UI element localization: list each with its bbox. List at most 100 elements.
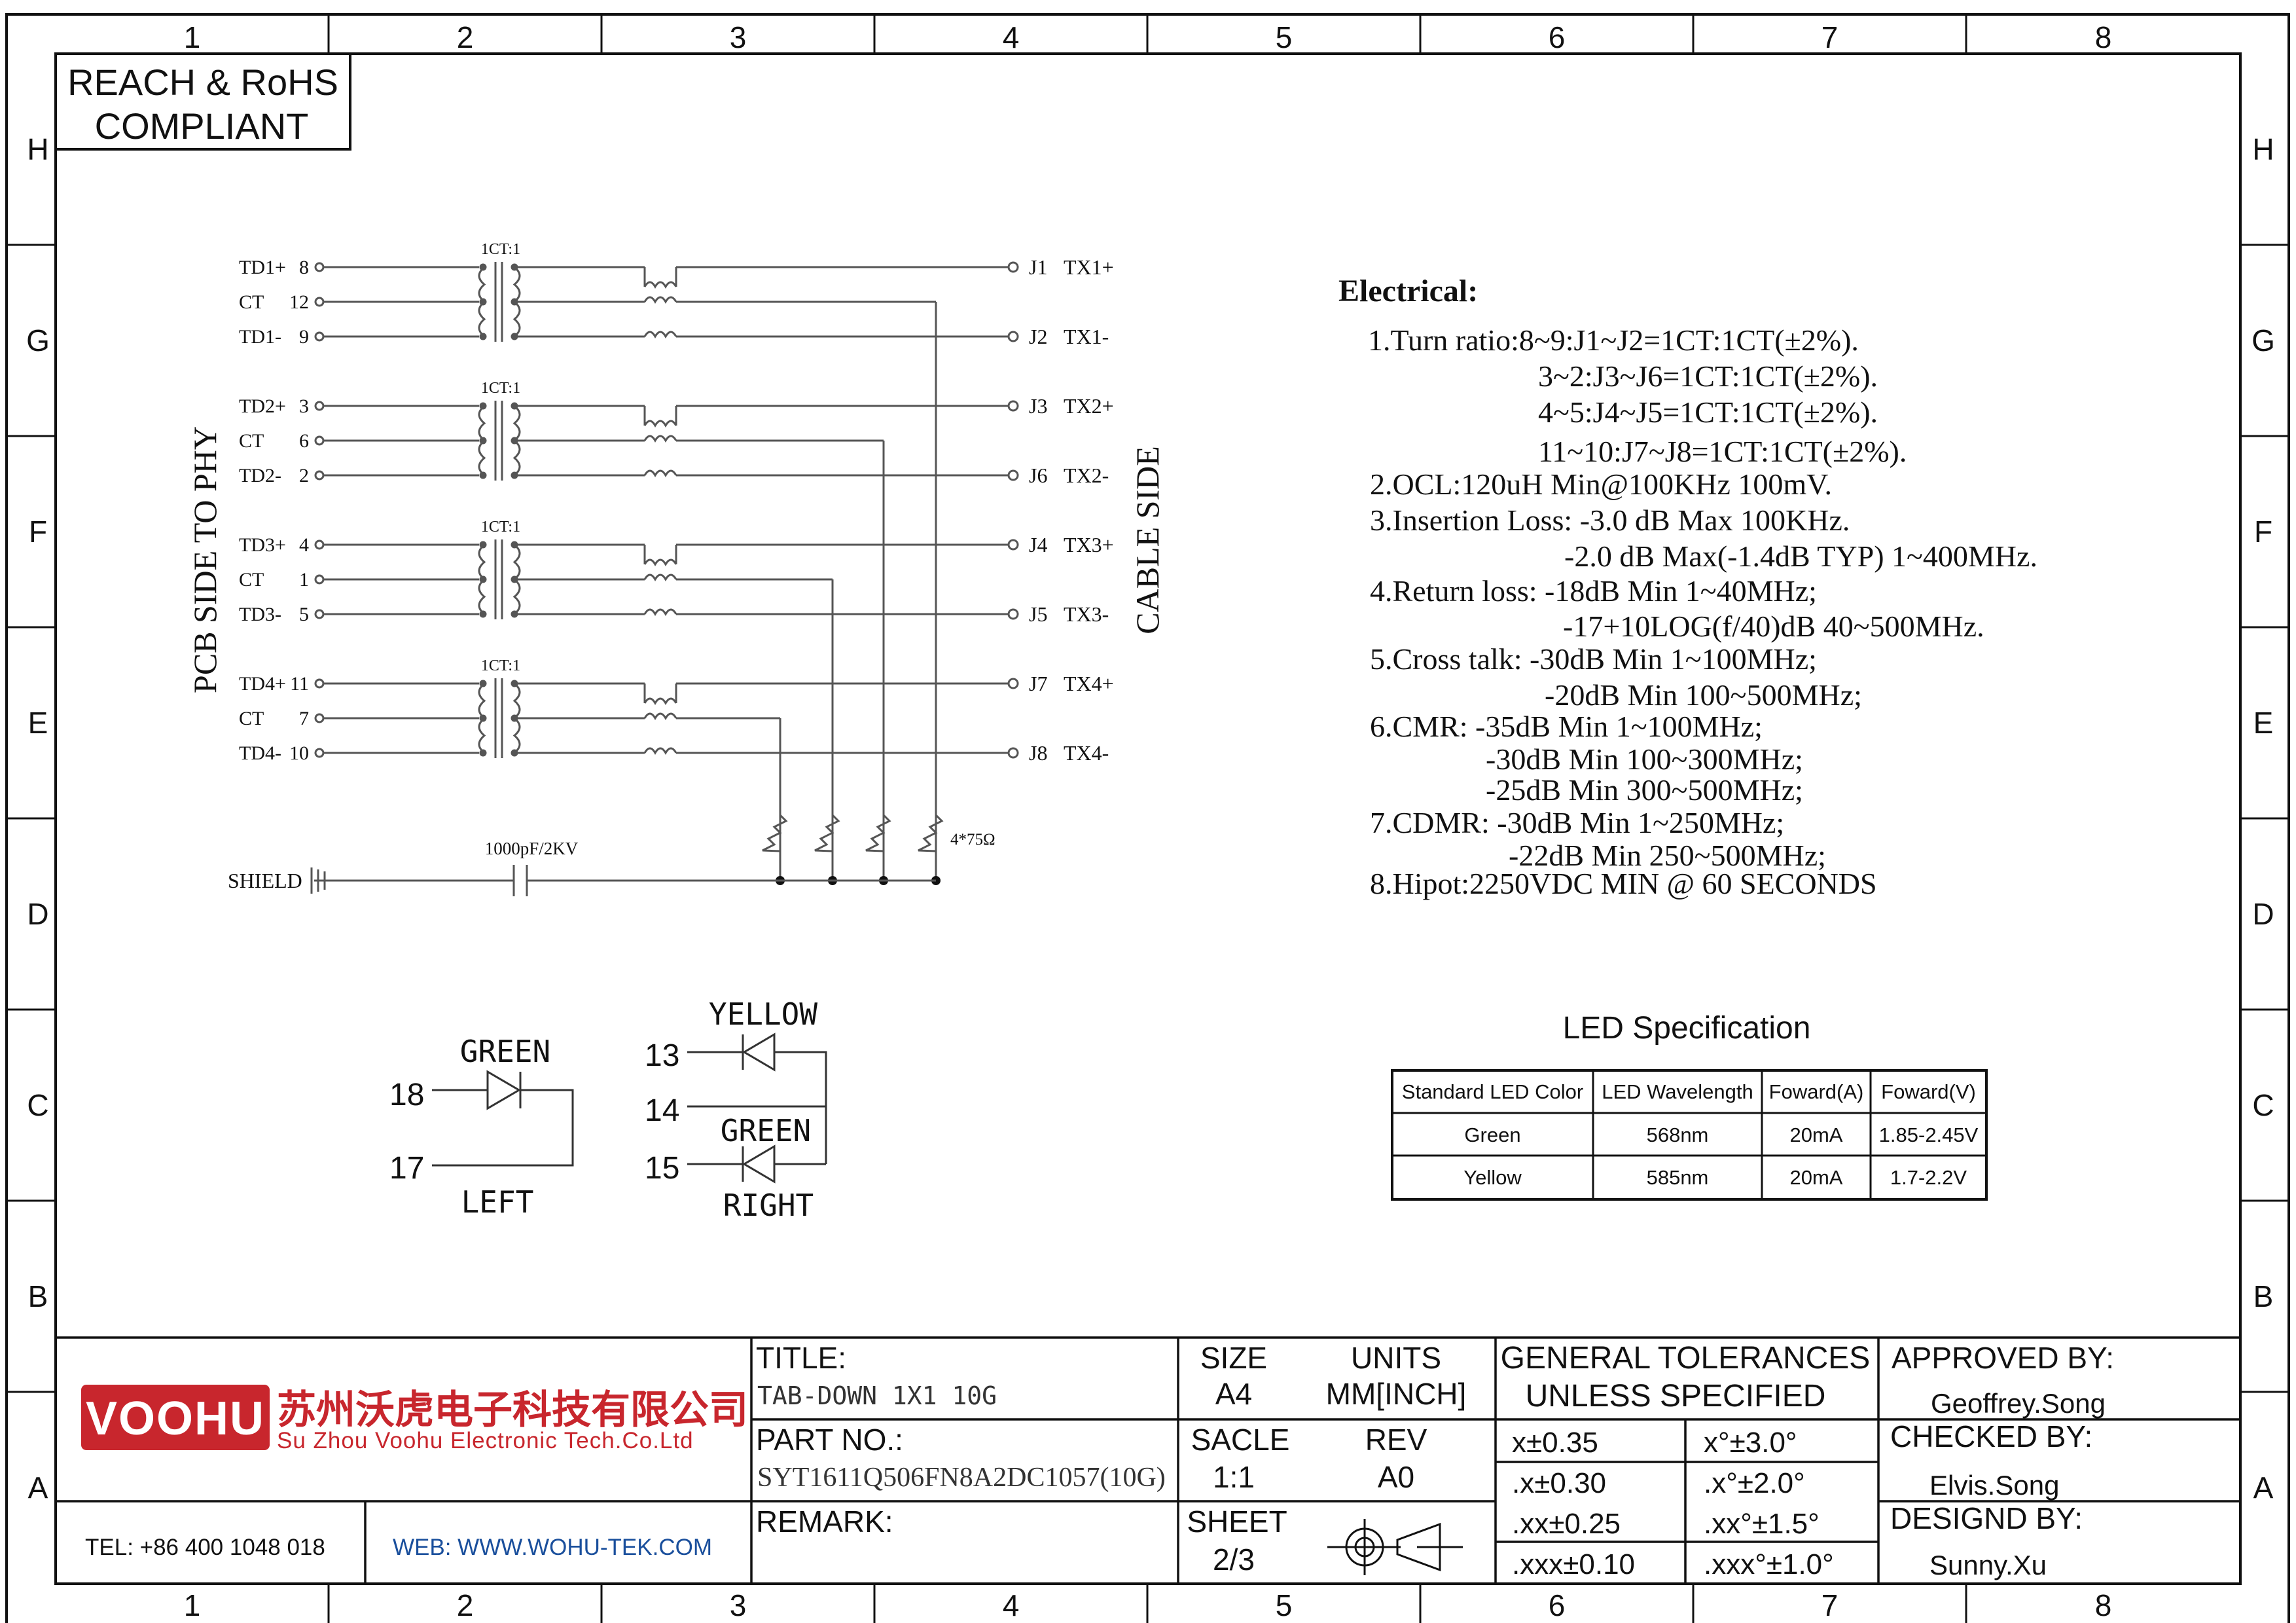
voohu-logo: VOOHU (81, 1385, 270, 1450)
winding-dot (511, 263, 518, 271)
angular-tolerance: .x°±2.0° (1704, 1467, 1805, 1499)
row-label: C (2252, 1088, 2274, 1122)
pin-terminal (314, 297, 325, 307)
rev-value: A0 (1378, 1460, 1414, 1494)
output-signal: TX1- (1064, 325, 1109, 348)
column-label: 1 (184, 1588, 201, 1622)
table-cell: Yellow (1463, 1166, 1522, 1189)
column-label: 3 (730, 20, 747, 54)
output-terminal (1007, 608, 1019, 620)
third-angle-projection-icon (1327, 1519, 1463, 1575)
row-label: A (28, 1471, 48, 1505)
sheet-label: SHEET (1187, 1504, 1287, 1539)
logo-text: VOOHU (86, 1393, 265, 1445)
transformer-winding (478, 405, 486, 477)
pin-terminal (314, 609, 325, 619)
led-spec-title: LED Specification (1563, 1011, 1811, 1046)
electrical-line: -17+10LOG(f/40)dB 40~500MHz. (1563, 610, 1984, 643)
pin-number: 2 (299, 465, 309, 486)
pin-name: TD4- (239, 742, 281, 764)
winding-dot (511, 714, 518, 722)
output-pin: J8 (1029, 741, 1047, 765)
pin-terminal (314, 435, 325, 446)
row-label: F (29, 515, 47, 549)
electrical-spec-lines: 1.Turn ratio:8~9:J1~J2=1CT:1CT(±2%).3~2:… (1368, 323, 2037, 900)
rev-label: REV (1365, 1423, 1427, 1457)
row-label: G (2251, 323, 2275, 357)
pcb-side-label: PCB SIDE TO PHY (187, 426, 223, 693)
winding-dot (511, 298, 518, 306)
pin-number: 7 (299, 708, 309, 729)
row-label: G (26, 323, 50, 357)
column-label: 1 (184, 20, 201, 54)
led-right-pin-14: 14 (645, 1093, 679, 1128)
led-left-pin-k: 17 (389, 1151, 424, 1186)
choke-winding (643, 558, 677, 567)
transformer-winding (478, 266, 486, 338)
scale-value: 1:1 (1213, 1460, 1255, 1494)
row-label: B (2253, 1279, 2274, 1313)
pin-number: 10 (289, 742, 309, 764)
choke-winding (643, 281, 677, 289)
pin-name: TD3- (239, 604, 281, 625)
winding-dot (511, 471, 518, 479)
led-left-pin-a: 18 (389, 1078, 424, 1112)
table-header-cell: Standard LED Color (1402, 1080, 1583, 1103)
ratio-label: 1CT:1 (481, 657, 520, 674)
electrical-line: 2.OCL:120uH Min@100KHz 100mV. (1370, 467, 1832, 501)
row-label: H (27, 132, 48, 166)
row-label: H (2252, 132, 2274, 166)
output-signal: TX2- (1064, 464, 1109, 487)
winding-dot (511, 402, 518, 410)
output-pin: J5 (1029, 602, 1047, 626)
web: WEB: WWW.WOHU-TEK.COM (393, 1535, 712, 1560)
pin-name: CT (239, 291, 264, 313)
linear-tolerance: .xxx±0.10 (1512, 1548, 1635, 1580)
pin-number: 5 (299, 604, 309, 625)
remark-label: REMARK: (756, 1504, 893, 1539)
pin-name: TD3+ (239, 534, 286, 556)
output-pin: J3 (1029, 394, 1047, 418)
table-header-cell: Foward(A) (1769, 1080, 1864, 1103)
pin-number: 11 (290, 673, 309, 695)
termination-resistor (865, 814, 891, 852)
led-left-side: LEFT (461, 1184, 534, 1220)
column-label: 5 (1276, 20, 1293, 54)
output-terminal (1007, 539, 1019, 551)
part-value: SYT1611Q506FN8A2DC1057(10G) (757, 1463, 1166, 1493)
table-header-cell: Foward(V) (1881, 1080, 1976, 1103)
table-cell: 585nm (1647, 1166, 1709, 1189)
winding-dot (511, 610, 518, 618)
units-value: MM[INCH] (1326, 1377, 1467, 1411)
electrical-line: 6.CMR: -35dB Min 1~100MHz; (1370, 710, 1763, 743)
output-pin: J6 (1029, 464, 1047, 487)
zone-marks (7, 14, 2289, 1623)
title-value: TAB-DOWN 1X1 10G (757, 1381, 997, 1410)
electrical-line: 3.Insertion Loss: -3.0 dB Max 100KHz. (1370, 503, 1850, 537)
row-label: E (2253, 706, 2274, 740)
column-label: 8 (2095, 20, 2112, 54)
linear-tolerance: x±0.35 (1512, 1427, 1598, 1459)
row-label: D (27, 897, 48, 931)
led-right-bottom-color: GREEN (721, 1113, 811, 1148)
led-left-color: GREEN (460, 1034, 550, 1069)
output-signal: TX3- (1064, 602, 1109, 626)
part-label: PART NO.: (756, 1423, 903, 1457)
output-terminal (1007, 400, 1019, 412)
transformer-winding (478, 682, 486, 754)
ratio-label: 1CT:1 (481, 519, 520, 536)
choke-winding (643, 747, 677, 756)
led-right-pin-13: 13 (645, 1038, 679, 1073)
approved-value: Geoffrey.Song (1931, 1388, 2106, 1419)
output-signal: TX4+ (1064, 672, 1114, 695)
output-pin: J7 (1029, 672, 1047, 695)
column-label: 2 (457, 1588, 474, 1622)
termination-resistor (762, 814, 788, 852)
column-label: 4 (1003, 20, 1020, 54)
compliance-line2: COMPLIANT (95, 105, 309, 147)
checked-label: CHECKED BY: (1890, 1419, 2092, 1453)
pin-number: 8 (299, 257, 309, 278)
